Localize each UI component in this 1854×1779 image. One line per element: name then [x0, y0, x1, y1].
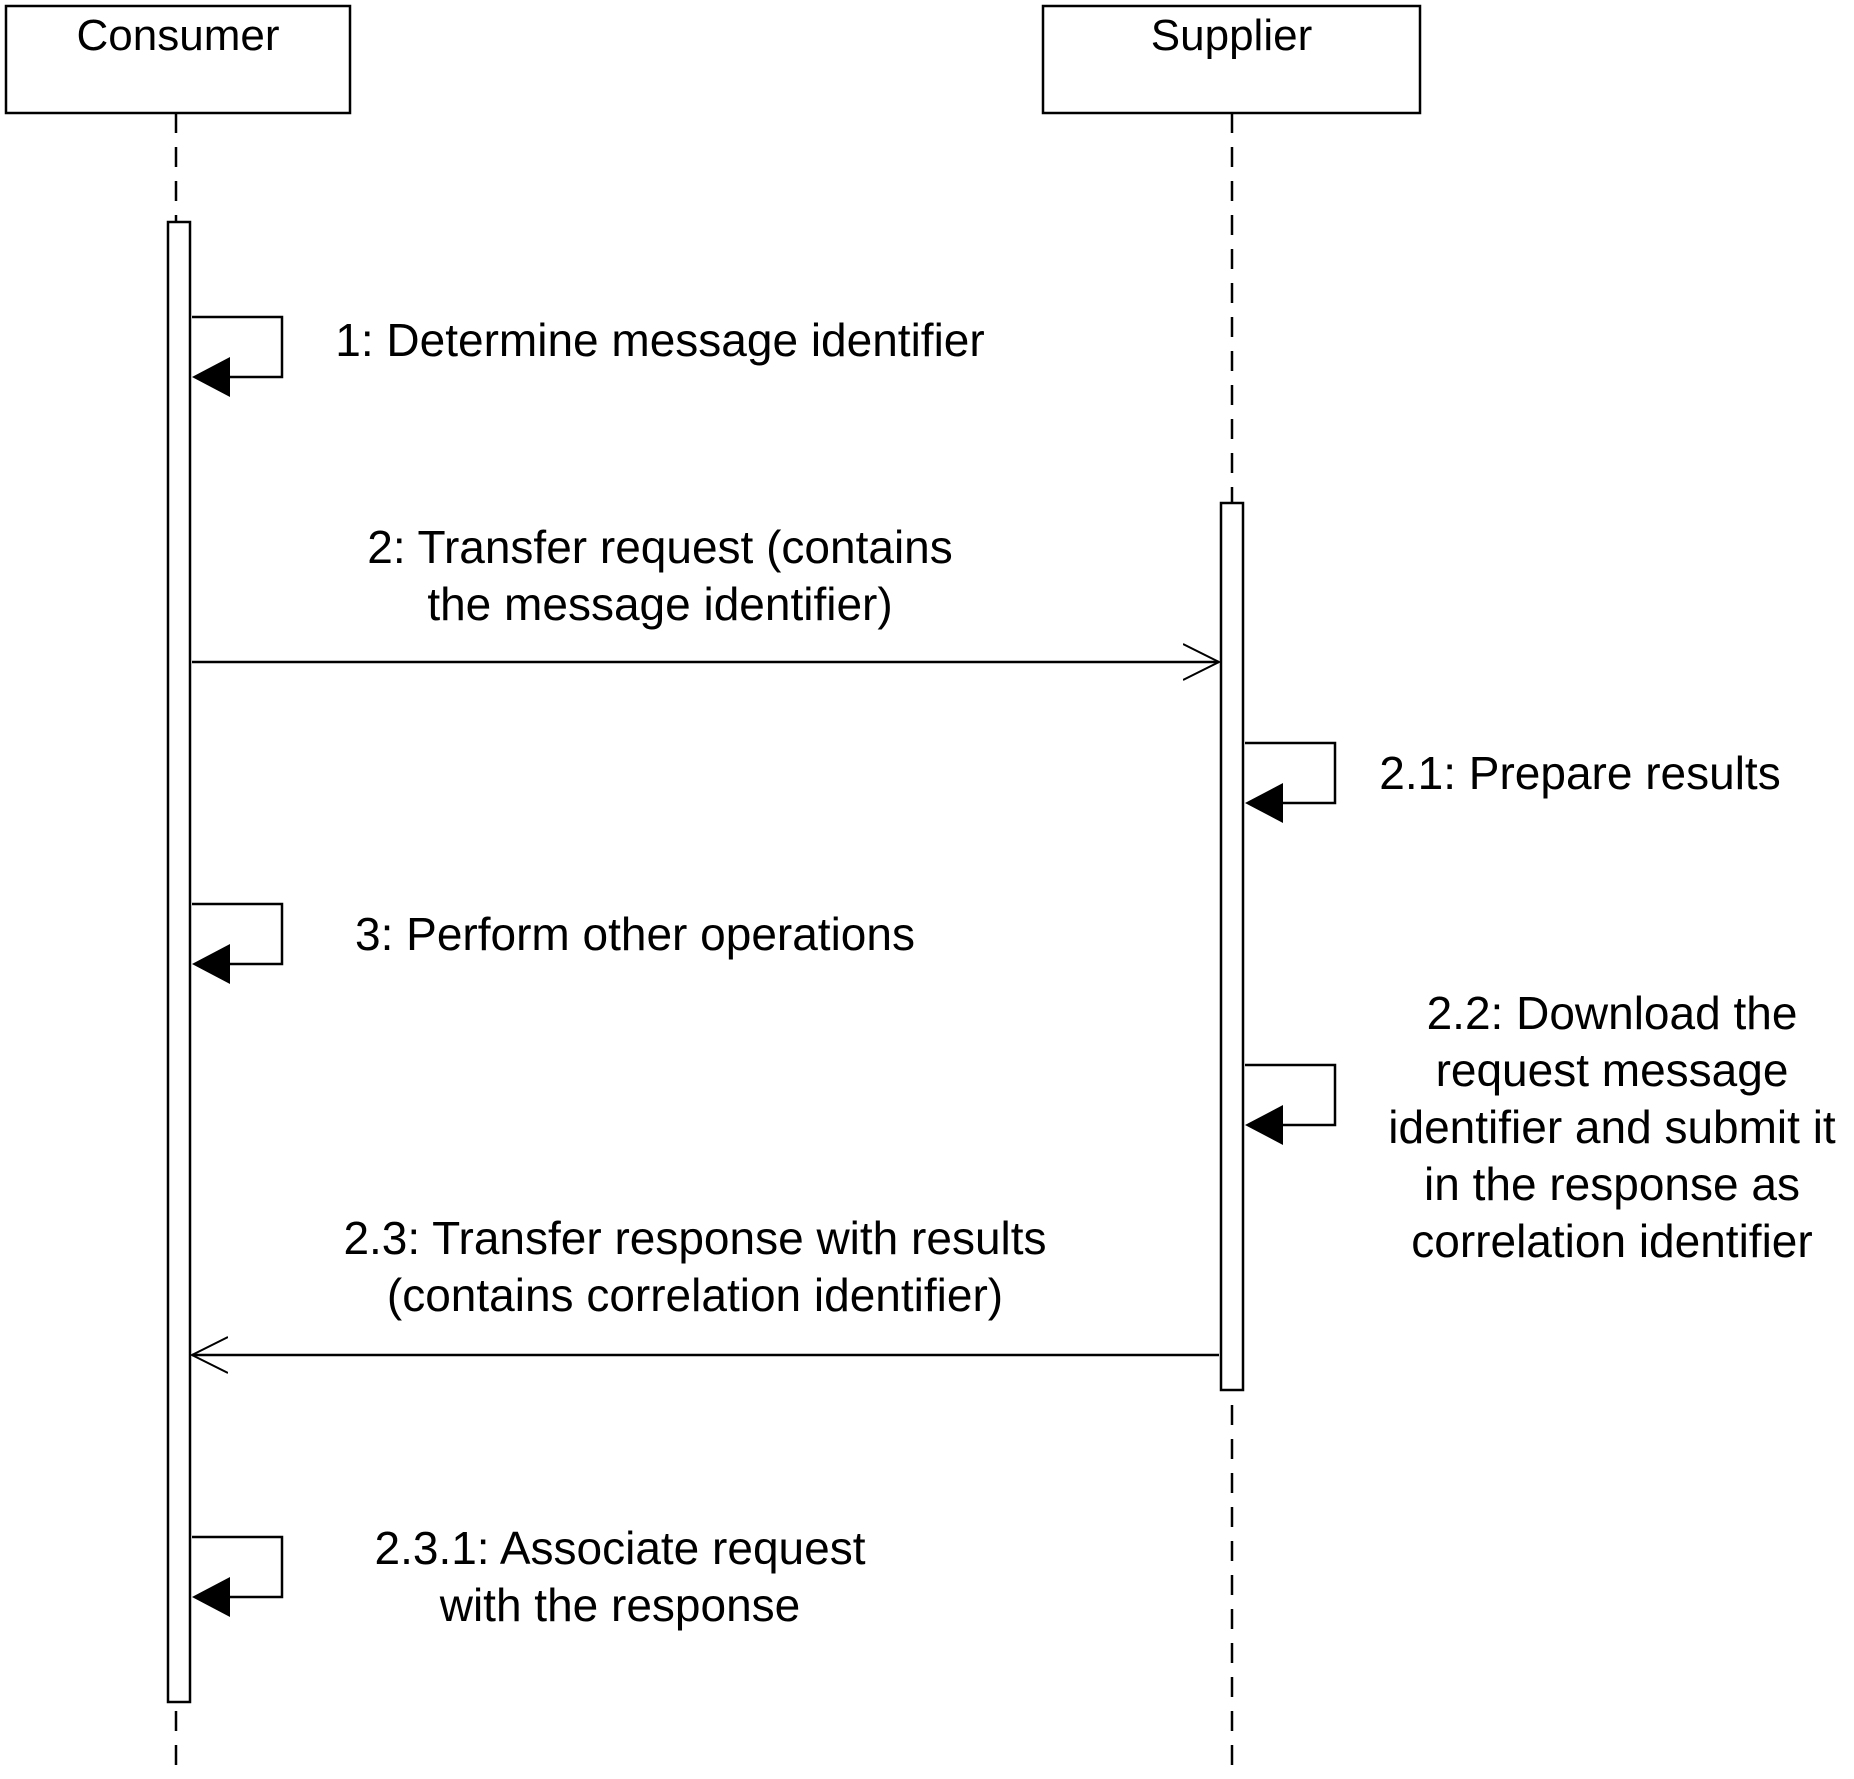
- message-3-label: 3: Perform other operations: [355, 908, 915, 960]
- message-2-3-1-self-arrow: [192, 1535, 284, 1617]
- message-1-label: 1: Determine message identifier: [335, 314, 985, 366]
- consumer-participant-box: [4, 4, 352, 115]
- supplier-activation-bar: [1219, 501, 1245, 1392]
- message-2-2-self-arrow: [1245, 1063, 1337, 1145]
- supplier-participant-name: Supplier: [1150, 11, 1313, 60]
- message-2-2-label: 2.2: Download the request message identi…: [1388, 987, 1836, 1267]
- message-3-self-arrow: [192, 902, 284, 984]
- message-2-1-label: 2.1: Prepare results: [1379, 747, 1781, 799]
- message-1-self-arrow: [192, 315, 284, 397]
- consumer-activation-bar: [166, 220, 192, 1704]
- message-2-1-self-arrow: [1245, 741, 1337, 823]
- supplier-participant-box: [1041, 4, 1422, 115]
- consumer-participant-name: Consumer: [76, 11, 280, 60]
- message-2-3-1-label: 2.3.1: Associate request with the respon…: [374, 1522, 866, 1631]
- message-2-label: 2: Transfer request (contains the messag…: [367, 521, 953, 630]
- message-2-3-label: 2.3: Transfer response with results (con…: [343, 1212, 1047, 1321]
